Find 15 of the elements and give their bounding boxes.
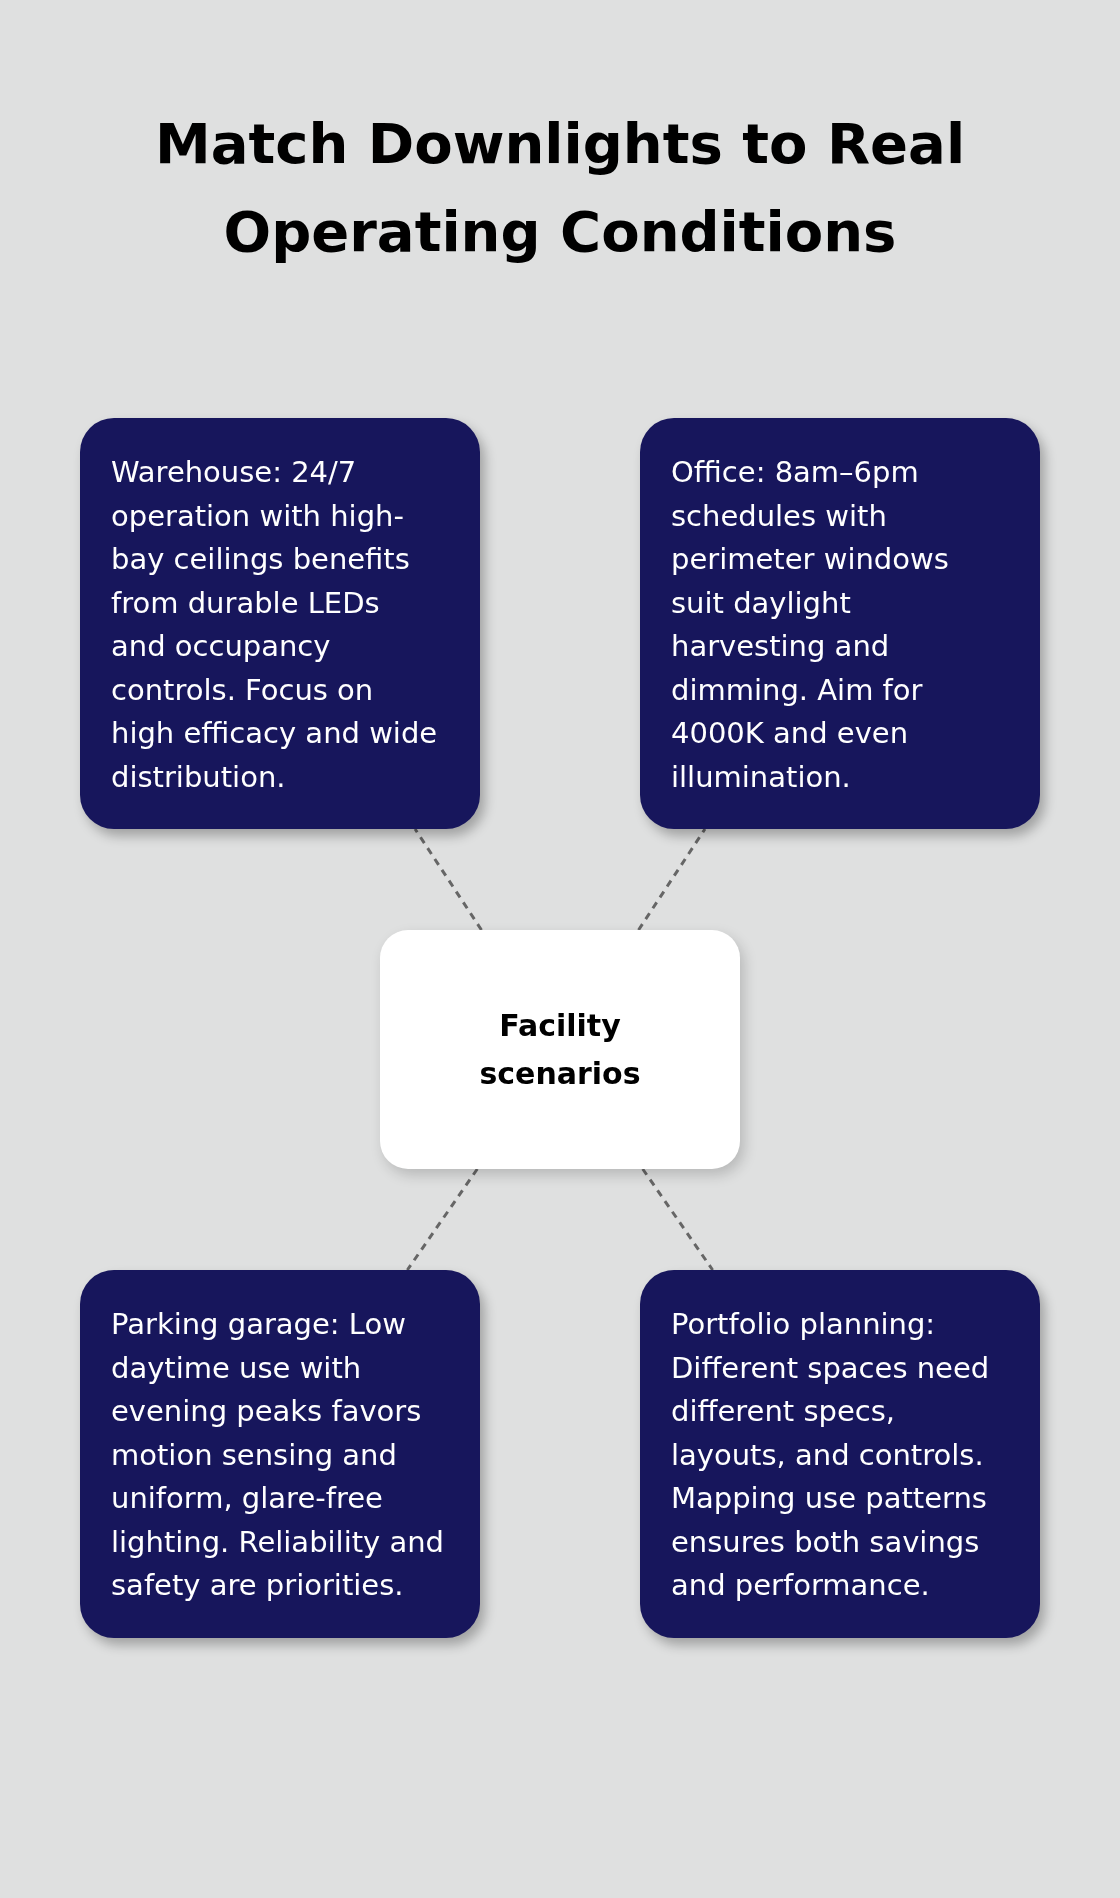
info-card xyxy=(80,418,480,829)
dashed-connector xyxy=(406,1168,479,1271)
card-text: Warehouse: 24/7 operation with high-bay ceilings benefits from durable LEDs and occupancy controls. Focus on high efficacy and wide distribution. xyxy=(111,454,439,796)
hub-card xyxy=(380,930,740,1169)
card-text: Parking garage: Low daytime use with evening peaks favors motion sensing and uniform, glare-free lighting. Reliability and safety are priorities. xyxy=(111,1306,446,1604)
card-text: Portfolio planning: Different spaces need different specs, layouts, and controls. Mapping use patterns ensures both savings and performance. xyxy=(671,1306,991,1604)
dashed-connector xyxy=(637,828,707,931)
info-card xyxy=(640,418,1040,829)
hub-label: Facility scenarios xyxy=(478,1006,642,1093)
card-text: Office: 8am–6pm schedules with perimeter windows suit daylight harvesting and dimming. Aim for 4000K and even illumination. xyxy=(671,454,950,796)
dashed-connector xyxy=(641,1168,714,1271)
info-card xyxy=(640,1270,1040,1638)
dashed-connector xyxy=(413,828,483,931)
info-card xyxy=(80,1270,480,1638)
title: Match Downlights to Real Operating Conditions xyxy=(153,110,967,266)
